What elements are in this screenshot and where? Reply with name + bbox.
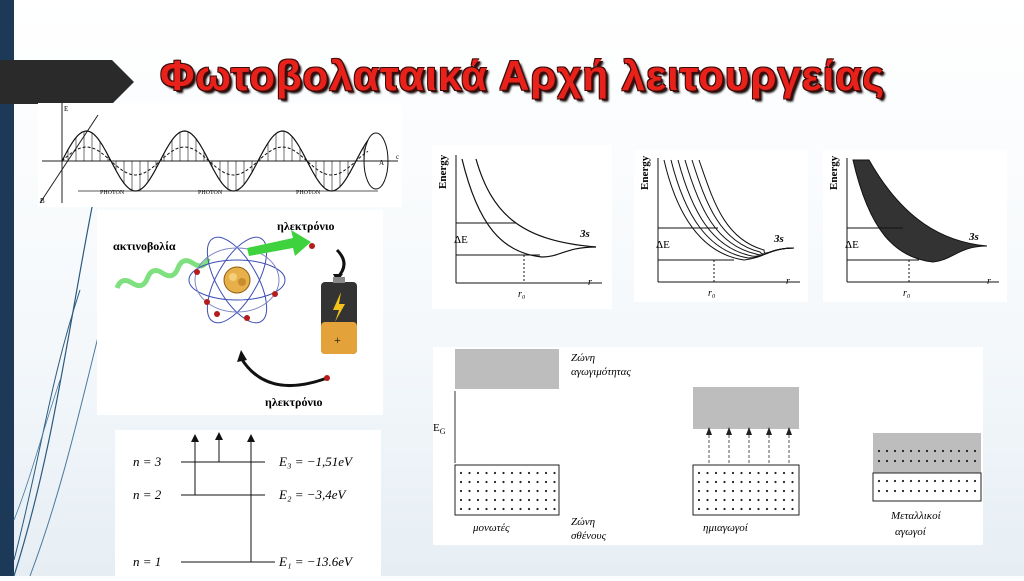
energy-ylabel-1: Energy [437,154,449,189]
metal-label-2: αγωγοί [895,526,927,538]
delta-label-2: ΔE [656,239,670,251]
electron-top-label: ηλεκτρόνιο [277,219,335,233]
insulator-label: μονωτές [472,522,510,534]
energy-curve-diagram-3: Energy ΔE 3s r₀ r [828,155,999,299]
sidebar-stripe [0,0,14,576]
delta-label-3: ΔE [845,239,859,251]
level-e2: E₂ = −3,4eV [278,487,348,502]
band-diagram-panel: Ζώνη αγωγιμότητας EG Ζώνη σθένους μονωτέ… [433,347,983,545]
energy-curve-panel-1: Energy ΔE 3s r₀ r [432,145,612,309]
axis-c-label: c [396,153,399,161]
level-n2: n = 2 [133,487,162,502]
valence-label-2: σθένους [571,530,607,542]
level-e1: E₁ = −13.6eV [278,554,354,569]
electron-arrow-icon [247,230,311,256]
photon-label-2: PHOTON [198,190,223,196]
energy-ylabel-3: Energy [828,155,840,190]
battery-icon: + [321,277,357,354]
level-n1: n = 1 [133,554,161,569]
delta-label-1: ΔE [454,234,468,246]
energy-curve-diagram-2: Energy ΔE 3s r₀ r [639,155,800,299]
state-label-2: 3s [773,233,784,245]
photon-wave-panel: E c B A PHOTON PHOTON PHOTON [38,103,402,207]
atom-panel: ακτινοβολία ηλεκτρόνιο + [97,210,383,415]
atom-diagram: ακτινοβολία ηλεκτρόνιο + [113,219,357,409]
electron-bottom-label: ηλεκτρόνιο [265,395,323,409]
radiation-wave-icon [114,257,211,290]
level-n3: n = 3 [133,454,162,469]
title-arrow-tab [0,60,134,104]
label-a: A [379,159,384,167]
r-label-3: r [987,276,991,287]
axis-b-label: B [40,197,45,205]
photon-label-3: PHOTON [296,190,321,196]
band-diagram: Ζώνη αγωγιμότητας EG Ζώνη σθένους μονωτέ… [433,349,982,542]
radiation-label: ακτινοβολία [113,239,176,253]
r0-label-3: r₀ [903,288,911,299]
photon-label-1: PHOTON [100,190,125,196]
conduction-label-1: Ζώνη [571,352,595,364]
energy-levels-diagram: n = 3 n = 2 n = 1 E₃ = −1,51eV E₂ = −3,4… [133,432,354,569]
semiconductor-label: ημιαγωγοί [703,522,749,534]
svg-text:+: + [334,333,341,347]
atom-icon [188,236,286,324]
photon-wave-diagram: E c B A PHOTON PHOTON PHOTON [39,103,399,205]
energy-curve-diagram-1: Energy ΔE 3s r₀ r [437,154,602,300]
state-label-1: 3s [579,228,590,240]
r0-label-1: r₀ [518,289,526,300]
valence-label-1: Ζώνη [571,516,595,528]
r0-label-2: r₀ [708,288,716,299]
conduction-label-2: αγωγιμότητας [571,366,631,378]
slide-title: Φωτοβολαταικά Αρχή λειτουργείας [160,52,886,99]
energy-levels-panel: n = 3 n = 2 n = 1 E₃ = −1,51eV E₂ = −3,4… [115,430,381,576]
metal-label-1: Μεταλλικοί [890,510,942,522]
gap-label: EG [433,422,446,436]
state-label-3: 3s [968,231,979,243]
energy-curve-panel-2: Energy ΔE 3s r₀ r [634,150,808,302]
energy-curve-panel-3: Energy ΔE 3s r₀ r [823,150,1007,302]
axis-e-label: E [64,105,68,113]
r-label-1: r [588,277,592,288]
energy-ylabel-2: Energy [639,155,651,190]
r-label-2: r [786,276,790,287]
level-e3: E₃ = −1,51eV [278,454,354,469]
